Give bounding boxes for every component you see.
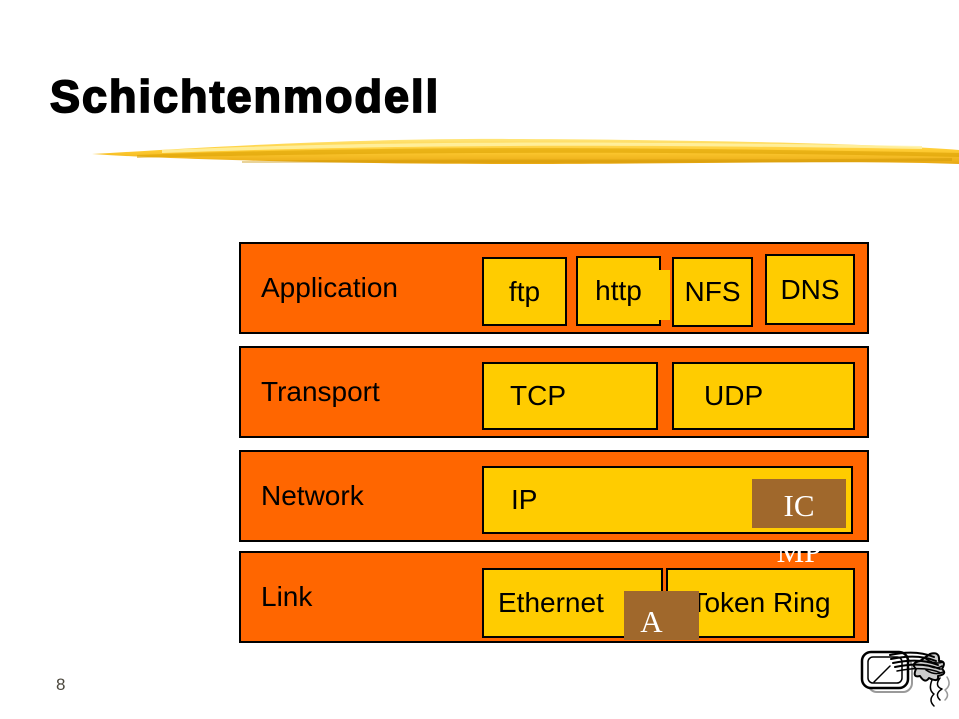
layer-label-link: Link [261, 581, 313, 612]
protocol-label-nfs: NFS [684, 276, 741, 307]
arp-label: A [640, 604, 663, 639]
protocol-box-icmp: IC MP [752, 479, 846, 569]
protocol-label-ethernet: Ethernet [498, 587, 604, 618]
layer-label-application: Application [261, 272, 398, 303]
layer-label-network: Network [261, 480, 364, 511]
protocol-label-ip: IP [511, 484, 538, 515]
slide-title: Schichtenmodell [49, 71, 441, 122]
protocol-box-dns: DNS [765, 254, 855, 325]
protocol-label-udp: UDP [704, 380, 764, 411]
yellow-overlap-patch [650, 270, 670, 320]
protocol-box-nfs: NFS [672, 257, 753, 327]
icmp-label-line2: MP [776, 534, 822, 569]
page-number: 8 [56, 675, 66, 694]
whoosh-ribbon-clipart-icon [860, 650, 950, 707]
protocol-box-ftp: ftp [482, 257, 567, 326]
protocol-label-tcp: TCP [510, 380, 566, 411]
protocol-label-ftp: ftp [508, 275, 541, 307]
protocol-box-tcp: TCP [482, 362, 658, 430]
protocol-box-arp: A [624, 591, 699, 640]
protocol-box-udp: UDP [672, 362, 855, 430]
layer-label-transport: Transport [261, 376, 380, 407]
icmp-label-line1: IC [783, 488, 815, 523]
protocol-label-token-ring: Token Ring [690, 587, 831, 618]
protocol-label-http: http [595, 275, 642, 306]
protocol-box-http: http [576, 256, 661, 326]
gold-brush-swoosh-icon [92, 138, 959, 164]
protocol-label-dns: DNS [780, 273, 840, 305]
